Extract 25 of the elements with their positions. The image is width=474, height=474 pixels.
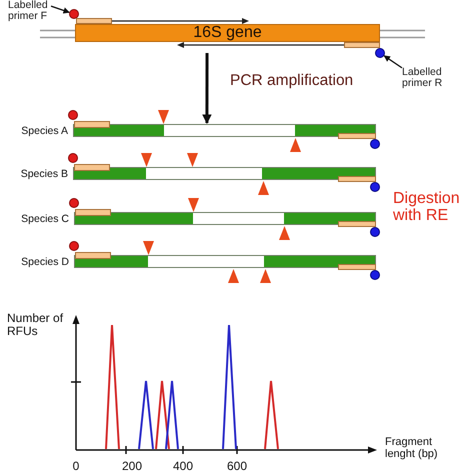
row-label: Species C: [21, 212, 69, 224]
leader-arrow: [50, 6, 70, 14]
tick-label: 400: [172, 460, 194, 473]
callout-text: Labelled primer R: [402, 67, 445, 89]
step-label: Digestion with RE: [393, 190, 461, 224]
row-label: Species B: [20, 168, 68, 180]
row-label: Species A: [21, 124, 68, 136]
gene-box: [75, 24, 380, 42]
gene-label: 16S gene: [193, 25, 262, 41]
leader-arrow: [384, 55, 402, 68]
edge-label: PCR amplification: [230, 72, 354, 90]
tick-label: 600: [226, 460, 248, 473]
process-arrow: [202, 53, 212, 124]
tick-label: 0: [72, 460, 80, 473]
dna-fragment-bar: [74, 212, 376, 225]
dna-fragment-bar: [74, 255, 376, 268]
tick-label: 200: [122, 460, 142, 473]
axis-title: Number of RFUs: [7, 312, 64, 338]
label-dot: [69, 9, 79, 19]
label-dot: [375, 48, 385, 58]
callout-text: Labelled primer F: [8, 0, 51, 22]
dna-fragment-bar: [73, 167, 376, 180]
row-label: Species D: [21, 256, 69, 268]
axis-title: Fragment lenght (bp): [385, 436, 439, 460]
dna-fragment-bar: [73, 124, 376, 137]
